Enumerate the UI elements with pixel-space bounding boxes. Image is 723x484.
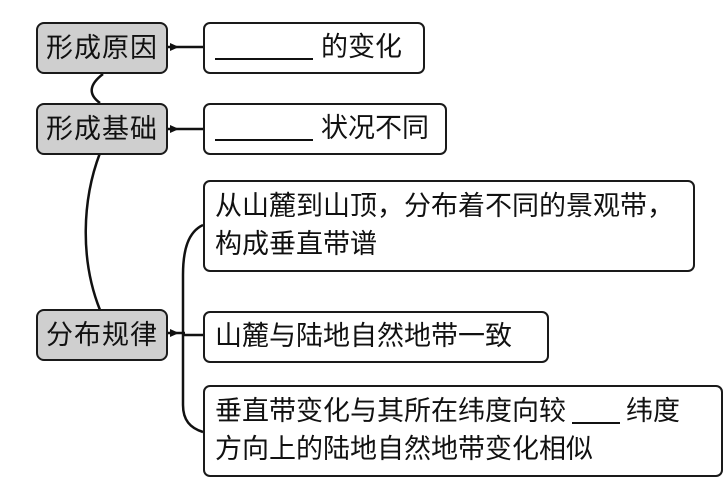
item-line: 构成垂直带谱	[215, 229, 377, 260]
content-formation-basis: 状况不同	[203, 103, 447, 155]
label-text: 形成原因	[46, 32, 158, 64]
arrow-tip	[170, 329, 179, 337]
label-text: 分布规律	[46, 319, 158, 351]
label-text: 形成基础	[46, 113, 158, 145]
item-line-start: 垂直带变化与其所在纬度向较	[215, 396, 566, 427]
arrow-tip	[170, 125, 179, 133]
label-distribution-pattern: 分布规律	[36, 309, 168, 361]
item-line: 方向上的陆地自然地带变化相似	[215, 434, 593, 465]
item-line: 从山麓到山顶，分布着不同的景观带，	[215, 191, 674, 222]
trunk-line	[90, 73, 104, 105]
pattern-item-vertical-spectrum: 从山麓到山顶，分布着不同的景观带， 构成垂直带谱	[203, 180, 695, 272]
pattern-item-foot-zone: 山麓与陆地自然地带一致	[203, 311, 549, 363]
item-line-end: 纬度	[626, 396, 680, 427]
label-formation-cause: 形成原因	[36, 22, 168, 74]
content-text: 的变化	[321, 32, 402, 63]
item-line: 山麓与陆地自然地带一致	[215, 321, 512, 352]
trunk-line	[84, 152, 102, 311]
fill-blank	[215, 32, 313, 60]
pattern-item-latitude-similarity: 垂直带变化与其所在纬度向较 纬度 方向上的陆地自然地带变化相似	[203, 385, 723, 477]
brace-line	[181, 223, 204, 434]
label-formation-basis: 形成基础	[36, 103, 168, 155]
content-text: 状况不同	[321, 113, 429, 144]
arrow-tip	[170, 43, 179, 51]
content-formation-cause: 的变化	[203, 22, 425, 74]
fill-blank	[215, 113, 313, 141]
fill-blank	[572, 396, 620, 424]
